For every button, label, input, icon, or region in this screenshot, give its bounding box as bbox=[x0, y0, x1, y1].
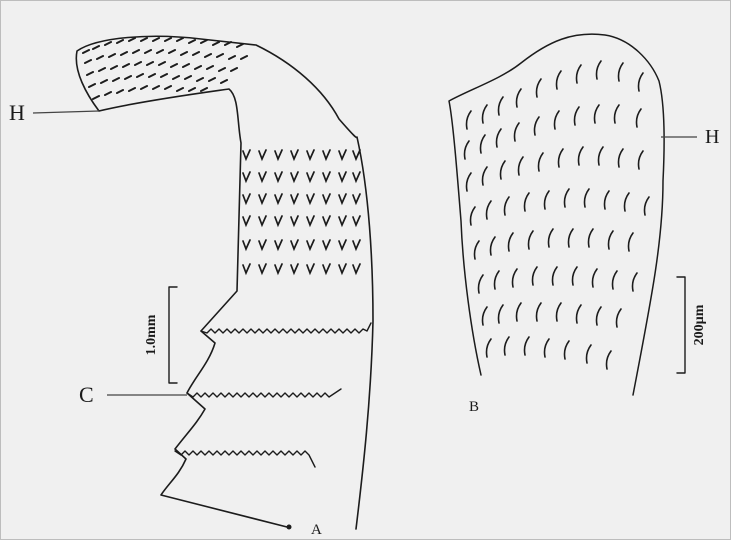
label-panel-a: A bbox=[311, 522, 322, 538]
hook-grid-a bbox=[243, 150, 360, 273]
hook-field-b bbox=[465, 61, 650, 369]
scale-bar-a bbox=[169, 287, 177, 383]
comb-row-3 bbox=[175, 451, 315, 467]
label-c: C bbox=[79, 382, 94, 407]
comb-row-1 bbox=[201, 323, 371, 333]
leader-line-h-a bbox=[33, 111, 99, 113]
structure-a-outline bbox=[76, 36, 373, 529]
scale-label-a: 1.0mm bbox=[144, 314, 159, 355]
tip-dot bbox=[287, 525, 292, 530]
panel-b-drawing bbox=[449, 34, 697, 395]
scale-label-b: 200µm bbox=[692, 304, 707, 345]
label-h-panel-b: H bbox=[705, 126, 719, 148]
scale-bar-b bbox=[677, 277, 685, 373]
comb-row-2 bbox=[187, 389, 341, 397]
label-h-panel-a: H bbox=[9, 100, 25, 125]
panel-a-drawing bbox=[33, 36, 373, 529]
label-panel-b: B bbox=[469, 399, 479, 415]
